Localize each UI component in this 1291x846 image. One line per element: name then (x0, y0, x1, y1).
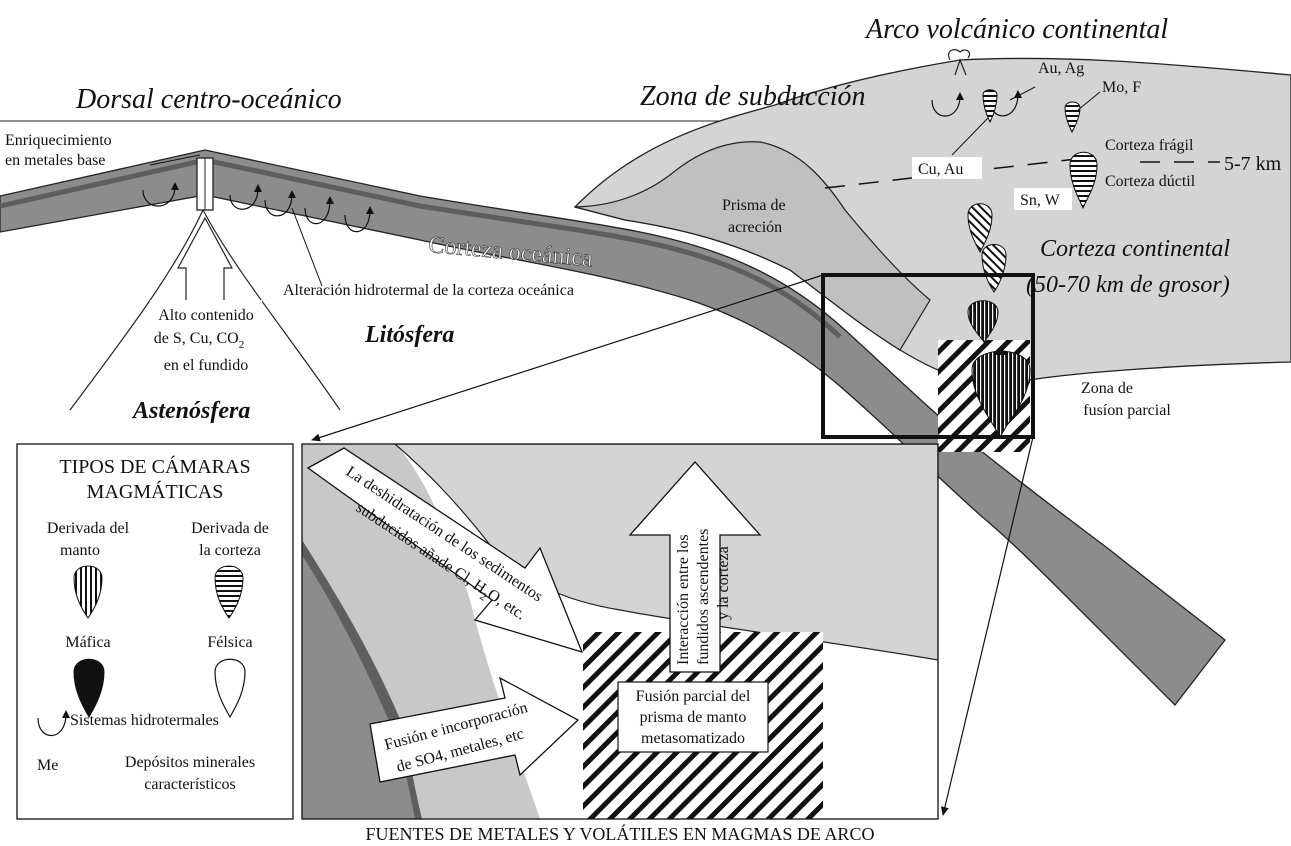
legend-title-1: TIPOS DE CÁMARAS (59, 455, 250, 478)
label-alteracion: Alteración hidrotermal de la corteza oce… (283, 282, 574, 299)
legend-mafic-icon (73, 658, 105, 719)
legend-mafica: Máfica (65, 634, 110, 651)
label-cu-au: Cu, Au (918, 161, 963, 178)
label-corteza-continental-2: (50-70 km de grosor) (1026, 272, 1230, 298)
legend-corteza-2: la corteza (199, 542, 261, 559)
label-alto-2: de S, Cu, CO2 (154, 330, 244, 351)
label-corteza-ductil: Corteza dúctil (1105, 173, 1196, 190)
legend-corteza-1: Derivada de (191, 520, 269, 537)
mafic-chamber-lower (971, 350, 1031, 440)
oceanic-crust (0, 149, 1226, 706)
crustal-chamber-small-1 (982, 89, 998, 124)
enriquecimiento-leader (149, 154, 201, 166)
volcano-plume-icon (948, 49, 971, 61)
upwelling-arrow (176, 216, 234, 300)
inset-parcial-3: metasomatizado (641, 730, 745, 747)
legend-crust-icon (214, 565, 244, 619)
legend-felsica: Félsica (207, 634, 252, 651)
label-mo-f: Mo, F (1102, 79, 1141, 96)
zoom-box (821, 273, 1035, 439)
brittle-ductile-boundary (824, 157, 1086, 189)
inset-continental-crust (394, 444, 938, 661)
mo-f-leader (1077, 91, 1101, 111)
label-zona-subduccion: Zona de subducción (640, 81, 866, 112)
cu-au-leader (951, 117, 989, 156)
legend-title-2: MAGMÁTICAS (87, 480, 224, 503)
inset-parcial-box (617, 681, 769, 753)
label-corteza-continental-1: Corteza continental (1040, 236, 1230, 262)
sn-w-bg (1014, 188, 1072, 210)
inset-box: La deshidratación de los sedimentos subd… (301, 443, 939, 820)
label-alto-3: en el fundido (164, 357, 248, 374)
legend-felsic-icon (214, 658, 246, 719)
label-litosfera: Litósfera (364, 322, 454, 348)
label-zona-fusion-2: fusíon parcial (1083, 402, 1171, 419)
oceanic-crust-upper-layer (0, 157, 842, 339)
asthenosphere-plume (69, 208, 341, 411)
legend-hidrotermales: Sistemas hidrotermales (70, 712, 219, 729)
inset-parcial-1: Fusión parcial del (636, 688, 751, 705)
legend-hydrothermal-icon (37, 710, 70, 737)
label-enriquecimiento-1: Enriquecimiento (5, 132, 112, 149)
alteracion-leader (291, 207, 323, 287)
inset-interaccion-2: fundidos ascendentes (695, 529, 712, 665)
label-enriquecimiento-2: en metales base (5, 152, 105, 169)
zoom-line-right (940, 436, 1034, 816)
inset-dehydration-arrow (306, 447, 584, 654)
crustal-chamber-mo-f (1064, 101, 1081, 134)
legend-manto-2: manto (60, 542, 100, 559)
label-astenosfera: Astenósfera (131, 398, 250, 424)
mafic-chamber-neck (995, 349, 1007, 355)
legend-depositos-1: Depósitos minerales (125, 754, 255, 771)
label-profundidad: 5-7 km (1224, 153, 1282, 175)
legend-manto-1: Derivada del (47, 520, 130, 537)
inset-interaccion-3: y la corteza (715, 546, 732, 620)
label-prisma-1: Prisma de (722, 197, 786, 214)
ridge-hydrothermal-cells (142, 182, 374, 233)
label-sn-w: Sn, W (1020, 192, 1061, 209)
volcano-vent (954, 58, 967, 76)
alto-contenido-bg (150, 300, 262, 378)
label-arco: Arco volcánico continental (864, 14, 1168, 45)
label-prisma-2: acreción (728, 219, 782, 236)
zoom-line-left (311, 274, 824, 442)
legend-me: Me (37, 757, 58, 774)
label-dorsal: Dorsal centro-oceánico (75, 84, 342, 115)
inset-interaction-arrow (628, 461, 762, 673)
inset-interaccion-1: Interacción entre los (675, 534, 692, 665)
cu-au-bg (912, 157, 982, 179)
accretion-prism (574, 141, 931, 351)
inset-parcial-2: prisma de manto (640, 709, 747, 726)
legend-box: TIPOS DE CÁMARAS MAGMÁTICAS Derivada del… (16, 443, 294, 820)
label-corteza-fragil: Corteza frágil (1105, 137, 1194, 154)
label-zona-fusion-1: Zona de (1081, 380, 1133, 397)
legend-mantle-icon (73, 565, 103, 619)
inset-fusion-arrow (369, 676, 580, 783)
legend-depositos-2: característicos (144, 776, 236, 793)
mafic-chamber-upper (967, 300, 999, 343)
label-au-ag: Au, Ag (1038, 60, 1084, 77)
label-alto-1: Alto contenido (158, 307, 254, 324)
rising-chamber-2 (981, 244, 1007, 293)
rising-chamber-1 (967, 203, 993, 254)
footer-caption: FUENTES DE METALES Y VOLÁTILES EN MAGMAS… (366, 823, 875, 844)
au-ag-leader (1009, 86, 1036, 101)
crustal-chamber-sn-w (1069, 151, 1098, 210)
